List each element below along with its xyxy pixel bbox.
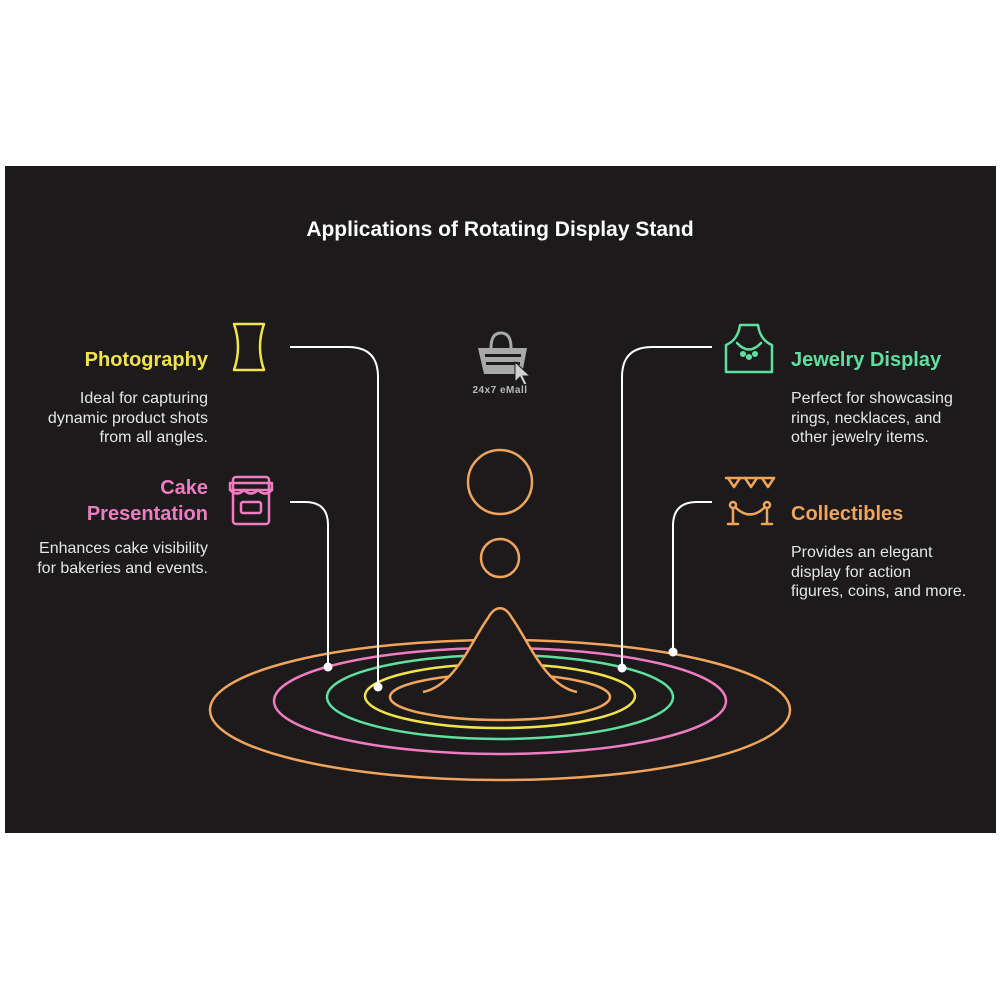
collectibles-description: Provides an elegant display for action f…	[791, 543, 966, 602]
photography-desc-line: Ideal for capturing	[79, 390, 208, 407]
flash-reflector-icon	[232, 322, 266, 372]
cake-label-line: Presentation	[86, 503, 208, 525]
splash-peak	[422, 607, 578, 694]
collectibles-desc-line: Provides an elegant	[791, 544, 933, 561]
droplet-small	[479, 537, 521, 579]
photography-desc-line: dynamic product shots	[47, 409, 208, 427]
cake-heading: Cake Presentation	[87, 475, 208, 527]
cake-desc-line: Enhances cake visibility	[39, 540, 208, 557]
cake-description: Enhances cake visibility for bakeries an…	[37, 539, 208, 578]
diagram-panel	[5, 166, 996, 833]
jewelry-desc-line: other jewelry items.	[791, 429, 929, 446]
collectibles-desc-line: figures, coins, and more.	[791, 583, 967, 600]
photography-desc-line: from all angles.	[99, 429, 209, 446]
connector-photography	[290, 346, 379, 687]
collectibles-desc-line: display for action	[791, 563, 912, 581]
storefront-jar-icon	[228, 475, 274, 526]
connector-jewelry	[621, 346, 712, 668]
jewelry-desc-line: rings, necklaces, and	[791, 409, 942, 427]
bunting-stanchion-icon	[724, 476, 776, 526]
cake-label-line: Cake	[160, 477, 208, 499]
jewelry-description: Perfect for showcasing rings, necklaces,…	[791, 389, 953, 448]
jewelry-label: Jewelry Display	[791, 349, 942, 371]
connector-dot-collectibles	[668, 647, 678, 657]
collectibles-heading: Collectibles	[791, 501, 903, 527]
jewelry-desc-line: Perfect for showcasing	[791, 390, 953, 407]
photography-label: Photography	[84, 349, 208, 371]
necklace-bust-icon	[724, 323, 774, 374]
jewelry-heading: Jewelry Display	[791, 347, 941, 373]
photography-heading: Photography	[85, 347, 208, 373]
collectibles-label: Collectibles	[791, 503, 904, 525]
diagram-title: Applications of Rotating Display Stand	[306, 218, 694, 241]
connector-dot-jewelry	[617, 663, 627, 673]
shopping-basket-cursor-icon	[478, 331, 532, 386]
connector-cake	[290, 501, 329, 667]
logo-text: 24x7 eMall	[472, 385, 528, 396]
connector-dot-photography	[373, 682, 383, 692]
photography-description: Ideal for capturing dynamic product shot…	[48, 389, 208, 448]
droplet-large	[466, 448, 534, 516]
connector-collectibles	[672, 501, 712, 652]
cake-desc-line: for bakeries and events.	[37, 559, 208, 577]
connector-dot-cake	[323, 662, 333, 672]
